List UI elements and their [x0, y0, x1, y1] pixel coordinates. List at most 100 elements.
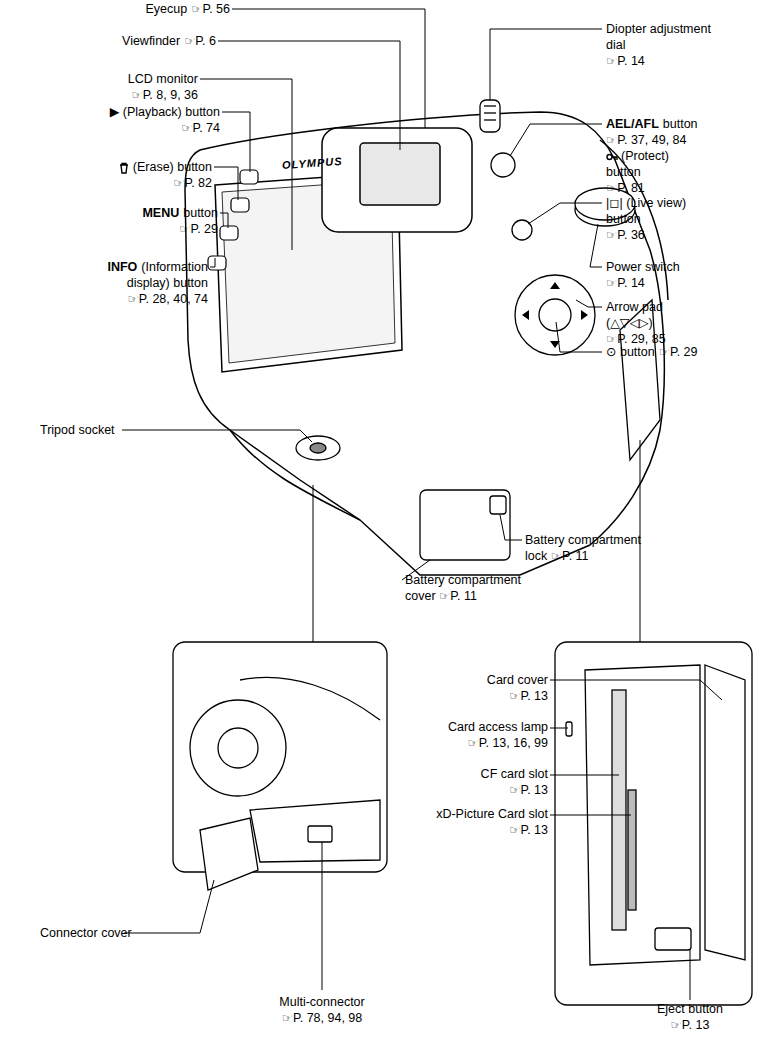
- connector-inset-part: [200, 818, 258, 890]
- leader-lines-part: [210, 258, 215, 267]
- part-label: cover ☞P. 11: [405, 589, 477, 604]
- leader-lines-part: [214, 167, 238, 200]
- page-reference: ☞P. 6: [184, 34, 216, 49]
- leader-lines-part: [232, 9, 425, 128]
- callout-row: Power switch: [606, 260, 680, 275]
- part-label: |◻| (Live view): [606, 196, 686, 211]
- camera-body: [185, 112, 668, 575]
- page-reference: ☞P. 28, 40, 74: [128, 292, 208, 307]
- page-reference: ☞P. 13, 16, 99: [468, 736, 548, 751]
- part-label: button: [183, 206, 218, 221]
- callout-row: AEL/AFL button: [606, 117, 698, 132]
- callout-row: |◻| (Live view): [606, 196, 686, 211]
- leader-lines-part: [576, 300, 602, 307]
- connector-inset-part: [190, 700, 286, 796]
- part-label: Arrow pad: [606, 300, 663, 315]
- leader-lines-part: [124, 880, 214, 933]
- callout-row: (△▽◁▷): [606, 316, 653, 331]
- page-reference: ☞P. 29: [179, 222, 218, 237]
- bottom-parts-part: [296, 436, 340, 460]
- connector-inset-part: [218, 728, 258, 768]
- page-reference: ☞P. 13: [509, 823, 548, 838]
- callout-row: ☞P. 28, 40, 74: [128, 292, 208, 307]
- callout-row: lock ☞P. 11: [525, 549, 589, 564]
- part-label: ⊙ button: [606, 345, 655, 360]
- callout-row: Card access lamp: [448, 720, 548, 735]
- leader-lines-part: [528, 203, 602, 224]
- callout-row: dial: [606, 38, 625, 53]
- bottom-parts-part: [310, 443, 326, 453]
- part-label: display) button: [127, 276, 208, 291]
- leader-lines-part: [500, 515, 522, 540]
- card-inset-part: [612, 690, 626, 930]
- callout-row: ⊙ button☞P. 29: [606, 345, 698, 360]
- part-label: Battery compartment: [525, 533, 641, 548]
- leader-lines: [122, 9, 722, 1000]
- page-reference: ☞P. 13: [509, 689, 548, 704]
- leader-lines-part: [590, 224, 602, 267]
- callout-row: MENU button: [142, 206, 218, 221]
- leader-lines-part: [690, 950, 691, 1000]
- right-controls-part: [484, 119, 496, 120]
- callout-row: cover ☞P. 11: [405, 589, 477, 604]
- page-reference: ☞P. 29, 85: [606, 332, 666, 347]
- card-inset-part: [566, 722, 572, 736]
- card-inset-part: [705, 665, 745, 960]
- connector-inset: [173, 642, 387, 890]
- callout-row: ☞P. 78, 94, 98: [282, 1011, 362, 1026]
- protect-key-icon: [606, 151, 618, 163]
- callout-row: Multi-connector: [279, 995, 364, 1010]
- button-name: AEL/AFL: [606, 117, 659, 132]
- callout-row: INFO(Information: [107, 260, 208, 275]
- erase-icon: [118, 162, 130, 174]
- eyecup-part: [360, 143, 440, 205]
- right-controls-part: [484, 105, 496, 106]
- page-reference: ☞P. 13: [671, 1018, 710, 1033]
- callout-row: ☞P. 29, 85: [606, 332, 666, 347]
- card-inset-part: [628, 790, 636, 910]
- right-controls-part: [484, 112, 496, 113]
- part-label: xD-Picture Card slot: [436, 807, 548, 822]
- part-label: Eyecup: [146, 2, 188, 17]
- callout-row: Eject button: [657, 1002, 723, 1017]
- page-reference: ☞P. 36: [606, 228, 645, 243]
- callout-row: (Protect): [606, 149, 669, 164]
- callout-row: ☞P. 81: [606, 181, 645, 196]
- right-controls-part: [515, 275, 595, 355]
- part-label: dial: [606, 38, 625, 53]
- leader-lines-part: [510, 124, 602, 156]
- button-name: MENU: [142, 206, 179, 221]
- callout-row: xD-Picture Card slot: [436, 807, 548, 822]
- callout-row: ☞P. 8, 9, 36: [131, 88, 198, 103]
- callout-row: LCD monitor: [128, 72, 198, 87]
- eyecup: [322, 128, 472, 232]
- callout-row: (Erase) button: [118, 160, 212, 175]
- page-reference: ☞P. 14: [606, 276, 645, 291]
- part-label: (△▽◁▷): [606, 316, 653, 331]
- page-reference: ☞P. 37, 49, 84: [606, 133, 686, 148]
- callout-row: Tripod socket: [40, 423, 115, 438]
- leader-lines-part: [550, 680, 722, 700]
- right-controls-part: [522, 282, 588, 348]
- left-buttons-part: [240, 170, 258, 184]
- callout-row: ☞P. 29: [179, 222, 218, 237]
- callout-row: ▶ (Playback) button: [110, 105, 220, 120]
- camera-body-part: [185, 112, 664, 575]
- leader-lines-part: [122, 430, 312, 442]
- part-label: Tripod socket: [40, 423, 115, 438]
- bottom-parts-part: [490, 496, 506, 514]
- callout-row: ☞P. 13, 16, 99: [468, 736, 548, 751]
- part-label: Viewfinder: [122, 34, 180, 49]
- right-controls-part: [480, 100, 500, 132]
- leader-lines-part: [322, 842, 323, 990]
- part-label: (Information: [141, 260, 208, 275]
- part-label: button: [606, 165, 641, 180]
- part-label: Card access lamp: [448, 720, 548, 735]
- part-label: button: [663, 117, 698, 132]
- callout-row: button: [606, 165, 641, 180]
- callout-row: display) button: [127, 276, 208, 291]
- part-label: Multi-connector: [279, 995, 364, 1010]
- left-buttons-part: [231, 198, 249, 212]
- callout-row: ☞P. 37, 49, 84: [606, 133, 686, 148]
- part-label: LCD monitor: [128, 72, 198, 87]
